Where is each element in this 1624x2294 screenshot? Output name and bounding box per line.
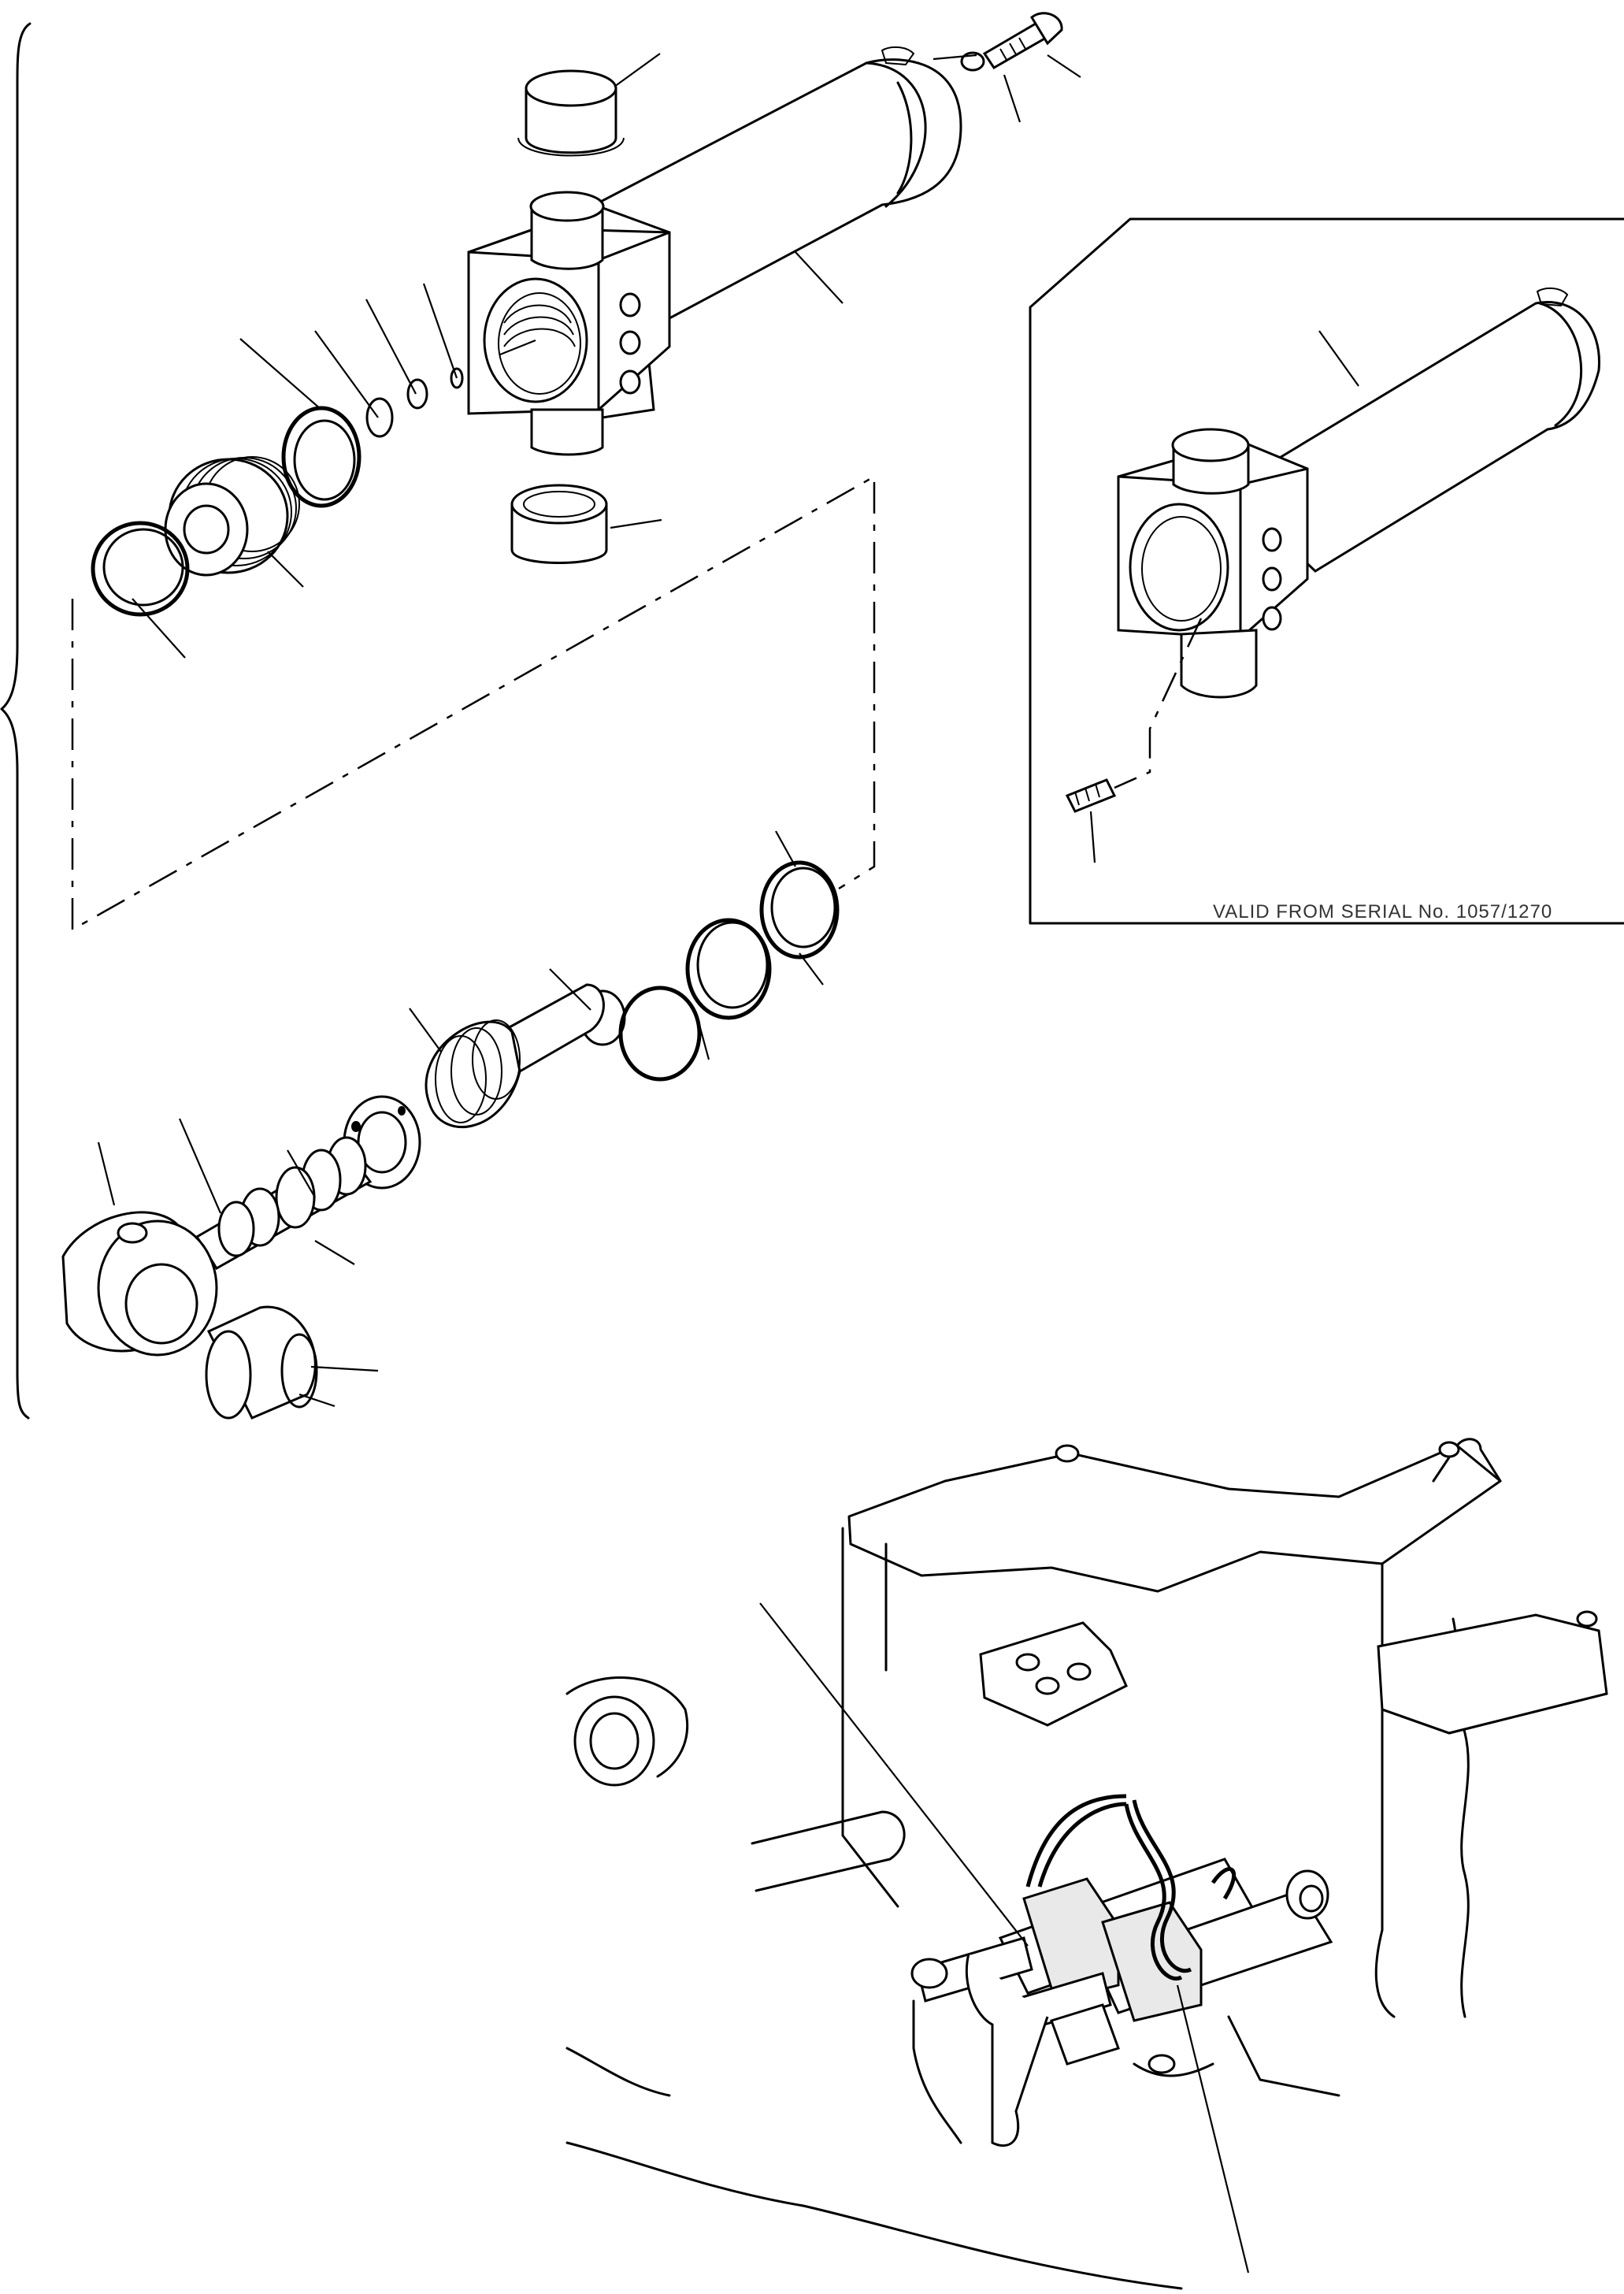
rod-seal-rings <box>579 860 840 1082</box>
piston-seals <box>281 367 464 508</box>
inset-grub-screw <box>1065 778 1117 813</box>
upper-bushing <box>517 69 625 157</box>
piston <box>164 456 300 577</box>
inset-caption: VALID FROM SERIAL No. 1057/1270 <box>1213 901 1552 922</box>
assembly-brace <box>0 22 32 1420</box>
rod-eye <box>61 1211 218 1357</box>
cylinder-body <box>467 46 962 456</box>
leader-lines-upper <box>97 53 1081 1408</box>
inset-assembly-line <box>1114 618 1203 789</box>
wear-ring <box>91 521 190 617</box>
installed-cylinders <box>910 1794 1333 2038</box>
rod-eye-bushing <box>205 1305 318 1420</box>
inset-panel: VALID FROM SERIAL No. 1057/1270 <box>1029 217 1624 925</box>
bleed-screw <box>982 12 1063 70</box>
installation-view <box>565 1438 1608 2290</box>
bleed-o-ring <box>960 51 985 72</box>
piston-rod <box>195 983 605 1271</box>
inset-cylinder <box>1117 287 1600 699</box>
lower-bushing <box>510 484 608 564</box>
